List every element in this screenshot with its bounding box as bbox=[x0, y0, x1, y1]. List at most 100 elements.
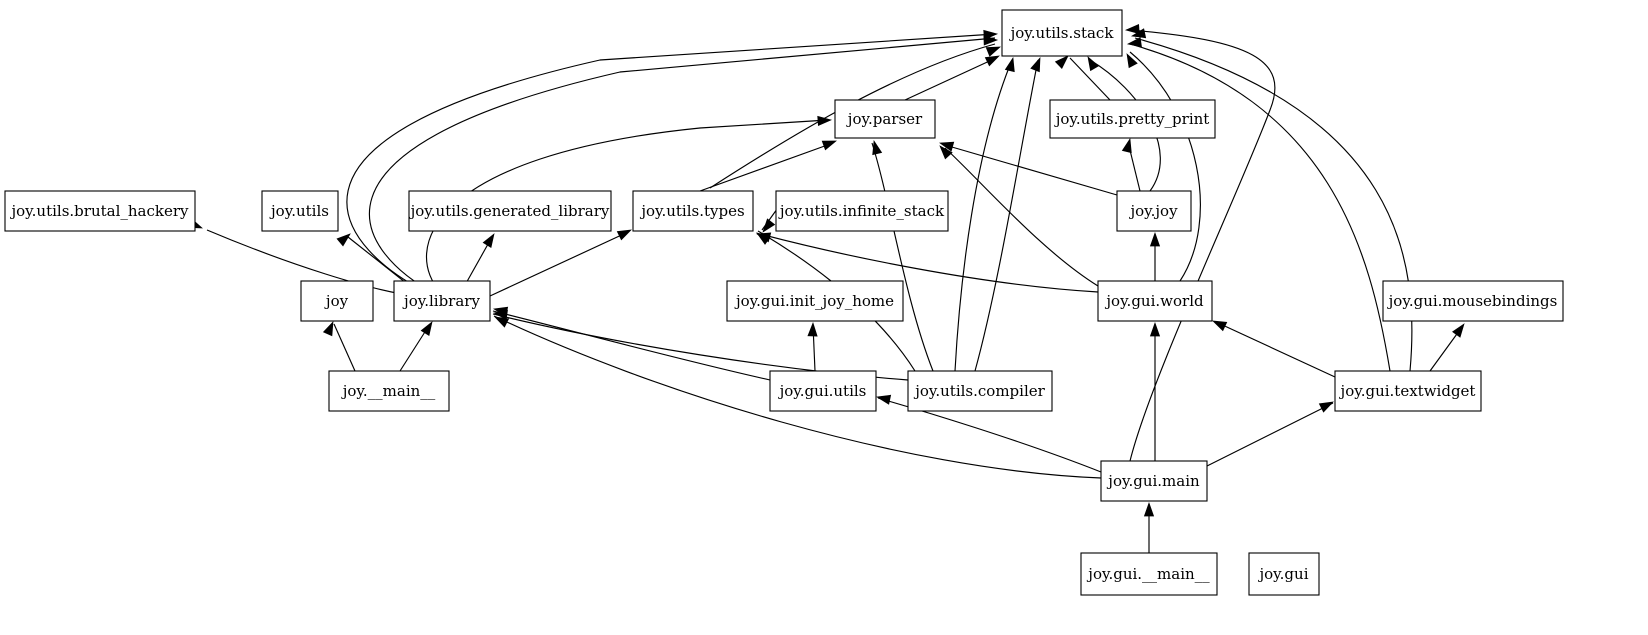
ah-joyjoy-pretty bbox=[1121, 137, 1132, 154]
node-label: joy.gui.textwidget bbox=[1339, 382, 1476, 400]
ah-main-library bbox=[494, 316, 510, 328]
ah-library-parser bbox=[817, 115, 833, 127]
ah-world-stack bbox=[1126, 53, 1138, 69]
node-joy.gui.utils[interactable]: joy.gui.utils bbox=[769, 370, 877, 412]
edge-textwidget-to-world bbox=[1215, 321, 1336, 378]
node-label: joy.utils.infinite_stack bbox=[778, 202, 945, 220]
node-label: joy.utils bbox=[269, 202, 329, 220]
node-joy.gui.main[interactable]: joy.gui.main bbox=[1100, 460, 1208, 502]
node-box[interactable] bbox=[907, 370, 1053, 412]
node-label: joy.utils.stack bbox=[1009, 24, 1115, 42]
ah-joyjoy-stack bbox=[1087, 56, 1100, 72]
ah-pretty-stack bbox=[1054, 55, 1069, 69]
node-box[interactable] bbox=[1334, 370, 1482, 412]
node-joy.utils.infinite_stack[interactable]: joy.utils.infinite_stack bbox=[775, 190, 949, 232]
node-label: joy bbox=[324, 292, 349, 310]
ah-library-utils bbox=[336, 233, 351, 247]
node-box[interactable] bbox=[834, 99, 936, 139]
node-joy.gui.__main__[interactable]: joy.gui.__main__ bbox=[1080, 552, 1218, 596]
edge-pretty-to-stack bbox=[1069, 57, 1111, 101]
ah-textwidget-world bbox=[1212, 320, 1228, 332]
node-label: joy.utils.types bbox=[639, 202, 744, 220]
node-joy.utils.compiler[interactable]: joy.utils.compiler bbox=[907, 370, 1053, 412]
node-label: joy.gui.mousebindings bbox=[1387, 292, 1558, 310]
node-label: joy.__main__ bbox=[341, 382, 436, 400]
node-box[interactable] bbox=[1248, 552, 1320, 596]
node-joy.library[interactable]: joy.library bbox=[393, 280, 491, 322]
edge-parser-to-stack bbox=[904, 57, 997, 101]
node-box[interactable] bbox=[1080, 552, 1218, 596]
node-joy.parser[interactable]: joy.parser bbox=[834, 99, 936, 139]
node-joy.gui.mousebindings[interactable]: joy.gui.mousebindings bbox=[1382, 280, 1564, 322]
ah-compiler-stack-a bbox=[1004, 56, 1015, 73]
node-joy.utils.pretty_print[interactable]: joy.utils.pretty_print bbox=[1049, 99, 1216, 139]
node-joy.gui.init_joy_home[interactable]: joy.gui.init_joy_home bbox=[726, 280, 904, 322]
node-joy.__main__[interactable]: joy.__main__ bbox=[328, 370, 450, 412]
edge-textwidget-to-stack bbox=[1134, 37, 1413, 372]
ah-types-stack bbox=[985, 46, 1001, 57]
node-joy.utils[interactable]: joy.utils bbox=[261, 190, 339, 232]
node-joy.utils.types[interactable]: joy.utils.types bbox=[632, 190, 754, 232]
ah-parser-stack bbox=[984, 55, 1000, 67]
ah-infinite-types bbox=[762, 218, 776, 233]
ah-textwidget-mouse bbox=[1452, 323, 1465, 338]
node-joy.utils.stack[interactable]: joy.utils.stack bbox=[1001, 9, 1123, 57]
edge-main-to-textwidget bbox=[1206, 402, 1334, 467]
node-label: joy.gui.world bbox=[1104, 292, 1204, 310]
ah-main-world bbox=[1149, 321, 1161, 337]
node-label: joy.gui.main bbox=[1106, 472, 1200, 490]
node-joy.utils.generated_library[interactable]: joy.utils.generated_library bbox=[408, 190, 612, 232]
ah-library-genlib bbox=[482, 233, 495, 249]
node-box[interactable] bbox=[775, 190, 949, 232]
node-box[interactable] bbox=[1097, 280, 1213, 322]
node-box[interactable] bbox=[769, 370, 877, 412]
ah-compiler-stack-b bbox=[1030, 57, 1041, 73]
node-joy.utils.brutal_hackery[interactable]: joy.utils.brutal_hackery bbox=[4, 190, 196, 232]
edge-guiutils-to-library bbox=[492, 310, 771, 381]
node-joy.gui.world[interactable]: joy.gui.world bbox=[1097, 280, 1213, 322]
node-label: joy.gui.utils bbox=[778, 382, 867, 400]
ah-joymain-joy bbox=[322, 321, 334, 337]
node-label: joy.utils.brutal_hackery bbox=[10, 202, 190, 220]
node-joy[interactable]: joy bbox=[300, 280, 374, 322]
edge-world-to-stack bbox=[1129, 51, 1201, 282]
node-label: joy.gui.init_joy_home bbox=[734, 292, 894, 310]
node-box[interactable] bbox=[328, 370, 450, 412]
node-box[interactable] bbox=[300, 280, 374, 322]
edge-library-to-stack-2 bbox=[369, 37, 996, 295]
edge-main-to-utils bbox=[877, 397, 1102, 473]
node-box[interactable] bbox=[1049, 99, 1216, 139]
node-label: joy.library bbox=[402, 292, 480, 310]
ah-world-types bbox=[755, 232, 772, 243]
edge-compiler-to-stack-b bbox=[974, 59, 1039, 372]
node-label: joy.gui.__main__ bbox=[1086, 565, 1210, 583]
edge-types-to-parser bbox=[699, 142, 834, 192]
node-joy.gui.textwidget[interactable]: joy.gui.textwidget bbox=[1334, 370, 1482, 412]
node-box[interactable] bbox=[726, 280, 904, 322]
node-box[interactable] bbox=[261, 190, 339, 232]
ah-main-textwidget bbox=[1318, 401, 1334, 413]
edge-world-to-types bbox=[759, 233, 1099, 293]
node-box[interactable] bbox=[4, 190, 196, 232]
node-box[interactable] bbox=[1100, 460, 1208, 502]
ah-compiler-parser bbox=[872, 139, 883, 156]
node-box[interactable] bbox=[1116, 190, 1192, 232]
node-box[interactable] bbox=[632, 190, 754, 232]
ah-main-utils bbox=[875, 394, 892, 405]
node-joy.gui[interactable]: joy.gui bbox=[1248, 552, 1320, 596]
ah-guimain-main bbox=[1143, 501, 1155, 517]
ah-guiutils-library bbox=[492, 306, 509, 317]
node-box[interactable] bbox=[393, 280, 491, 322]
node-box[interactable] bbox=[1382, 280, 1564, 322]
edge-compiler-to-parser bbox=[871, 142, 934, 372]
node-box[interactable] bbox=[1001, 9, 1123, 57]
edge-main-to-library bbox=[493, 315, 1102, 479]
ah-world-parser bbox=[939, 145, 953, 160]
node-label: joy.gui bbox=[1258, 565, 1309, 583]
ah-world-joyjoy bbox=[1149, 231, 1161, 247]
ah-main-stack bbox=[1124, 23, 1140, 35]
node-joy.joy[interactable]: joy.joy bbox=[1116, 190, 1192, 232]
edge-joymain-to-joy bbox=[333, 323, 356, 372]
node-box[interactable] bbox=[408, 190, 612, 232]
